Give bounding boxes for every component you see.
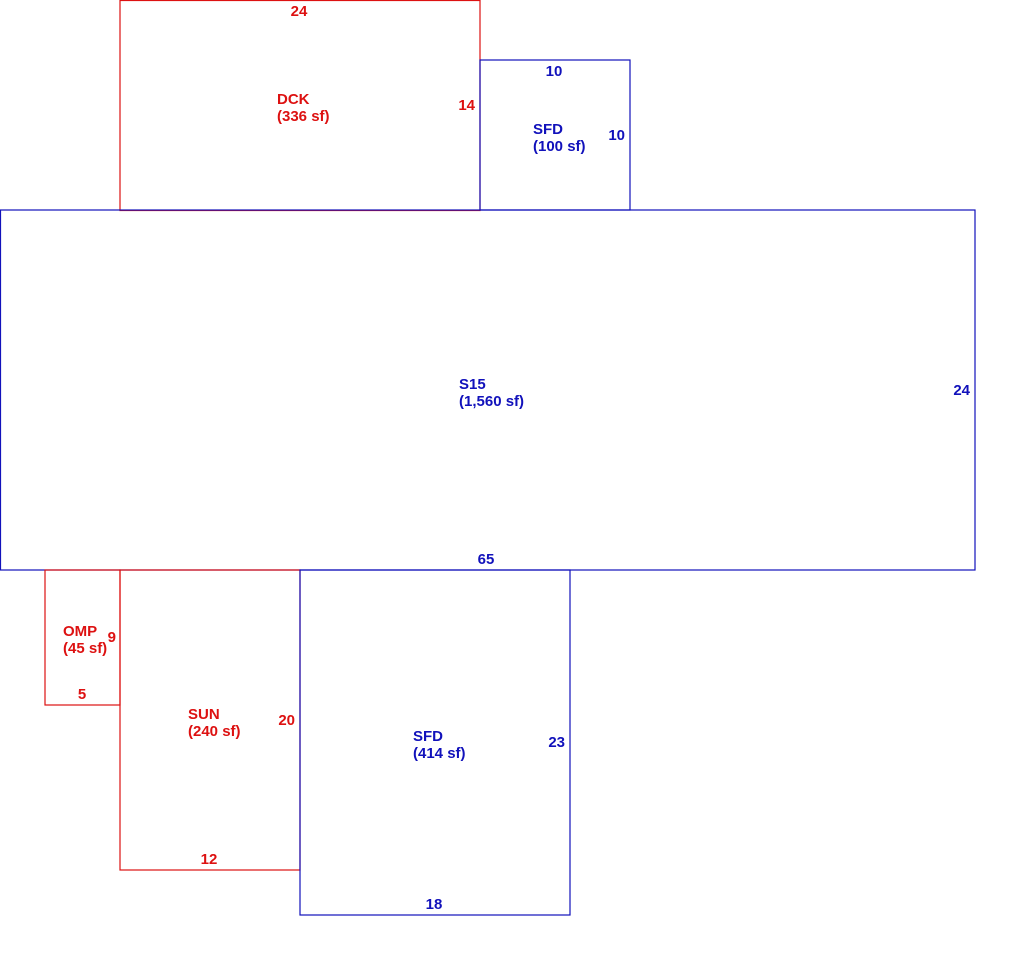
area-sun: 20 12 SUN (240 sf) [119,569,301,871]
sfd-top-dim-side: 10 [608,127,625,144]
area-sfd-bottom: 23 18 SFD (414 sf) [299,569,571,916]
area-sfd-top: 10 10 SFD (100 sf) [479,59,631,211]
omp-dim-side: 9 [108,629,116,646]
omp-dim-bottom: 5 [78,686,86,703]
omp-code: OMP [63,623,97,640]
dck-dim-side: 14 [458,97,475,114]
sfd-top-area: (100 sf) [533,138,586,155]
sun-area: (240 sf) [188,723,241,740]
area-omp: 9 5 OMP (45 sf) [44,569,121,706]
sfd-bottom-area: (414 sf) [413,745,466,762]
s15-dim-bottom: 65 [478,551,495,568]
sfd-bottom-outline [299,569,571,916]
sfd-top-code: SFD [533,121,563,138]
area-dck: 24 14 DCK (336 sf) [119,0,481,212]
sun-dim-bottom: 12 [201,851,218,868]
s15-code: S15 [459,376,486,393]
s15-area: (1,560 sf) [459,393,524,410]
sfd-top-dim-top: 10 [546,63,563,80]
sfd-bottom-code: SFD [413,728,443,745]
s15-outline [0,209,976,571]
sfd-bottom-dim-side: 23 [548,734,565,751]
dck-area: (336 sf) [277,108,330,125]
omp-area: (45 sf) [63,640,107,657]
sfd-bottom-dim-bottom: 18 [426,896,443,913]
area-s15: 24 65 S15 (1,560 sf) [0,209,976,571]
dck-dim-top: 24 [291,3,308,20]
sun-dim-side: 20 [278,712,295,729]
dck-code: DCK [277,91,310,108]
s15-dim-side: 24 [953,382,970,399]
sun-code: SUN [188,706,220,723]
